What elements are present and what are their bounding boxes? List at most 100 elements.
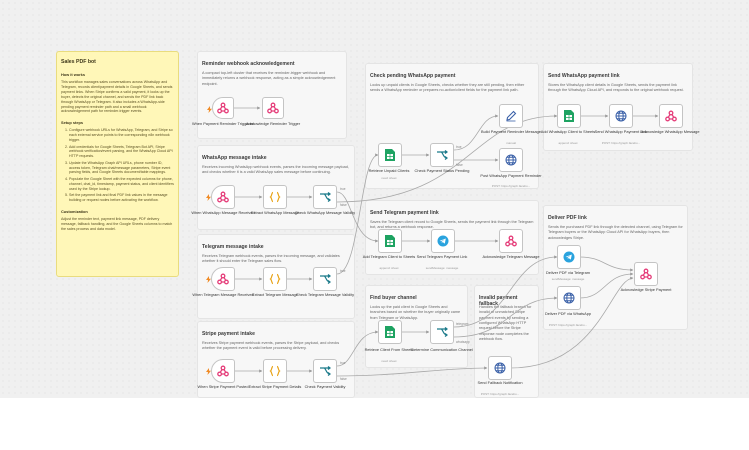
section-title: Deliver PDF link (548, 215, 587, 221)
section-description: Receives Stripe payment webhook events, … (202, 341, 340, 351)
overview-sticky-note[interactable]: Sales PDF bot How it works This workflow… (56, 51, 179, 277)
node-label: Retrieve Client From Sheets (364, 347, 414, 352)
node-label: Acknowledge Stripe Payment (620, 287, 672, 292)
node-label: Extract WhatsApp Message (250, 210, 299, 215)
node-label: When Payment Reminder Triggered (191, 121, 255, 126)
node-reminder-trigger[interactable] (207, 97, 234, 119)
if-branch-icon (437, 150, 448, 160)
edge-label-true: true (340, 269, 346, 273)
node-retrieve-unpaid[interactable] (378, 143, 402, 167)
section-description: Saves the Telegram client record to Goog… (370, 220, 534, 230)
node-label: Check Payment Status Pending (414, 168, 470, 173)
node-label: Deliver PDF via Telegram (545, 270, 591, 275)
connections-layer: true false true true false true false te… (234, 106, 659, 381)
edge-label-whatsapp: whatsapp (456, 340, 470, 344)
node-deliver-pdf-whatsapp[interactable] (557, 286, 581, 310)
globe-icon (505, 154, 517, 166)
node-label: Retrieve Unpaid Clients (368, 168, 410, 173)
bolt-icon (206, 194, 211, 201)
node-check-pending[interactable] (430, 143, 454, 167)
respond-webhook-icon (267, 102, 279, 114)
note-setup-list: Configure webhook URLs for WhatsApp, Tel… (61, 128, 174, 202)
node-subtitle: sendMessage: message (551, 277, 585, 281)
node-post-reminder[interactable] (499, 148, 523, 172)
globe-icon (494, 362, 506, 374)
edge-label-false: false (456, 163, 463, 167)
node-label: Deliver PDF via WhatsApp (544, 311, 592, 316)
node-add-whatsapp-client[interactable] (557, 104, 581, 128)
google-sheets-icon (564, 110, 574, 122)
webhook-icon (217, 102, 229, 114)
connection (336, 153, 379, 275)
section-reminder-webhook[interactable]: Reminder webhook acknowledgement A compa… (197, 51, 347, 139)
setup-step: Configure webhook URLs for WhatsApp, Tel… (69, 128, 174, 143)
edit-pencil-icon (506, 110, 517, 122)
section-title: Send WhatsApp payment link (548, 73, 620, 79)
if-branch-icon (320, 274, 331, 284)
node-acknowledge-stripe[interactable] (634, 262, 658, 286)
node-label: Check Telegram Message Validity (295, 292, 355, 297)
connection (579, 272, 634, 299)
respond-webhook-icon (640, 268, 652, 280)
section-description: Looks up unpaid clients in Google Sheets… (370, 83, 525, 93)
node-acknowledge-reminder[interactable] (262, 97, 284, 119)
node-label: Determine Communication Channel (411, 347, 473, 352)
connection (453, 114, 499, 151)
edge-label-telegram: telegram (456, 322, 469, 326)
node-determine-channel[interactable] (430, 320, 454, 344)
node-label: Acknowledge Telegram Message (482, 254, 540, 259)
node-subtitle: manual (506, 141, 516, 145)
node-label: Extract Stripe Payment Details (248, 384, 302, 389)
node-subtitle: POST: https://graph.facebo... (601, 141, 641, 145)
node-acknowledge-telegram[interactable] (499, 229, 523, 253)
respond-webhook-icon (505, 235, 517, 247)
node-label: When Stripe Payment Posted (197, 384, 249, 389)
node-deliver-pdf-telegram[interactable] (557, 245, 581, 269)
edge-label-true: true (456, 145, 462, 149)
respond-webhook-icon (665, 110, 677, 122)
node-label: Add WhatsApp Client to Sheets (540, 129, 596, 134)
node-check-payment[interactable] (313, 359, 337, 383)
edge-label-true: true (340, 361, 346, 365)
workflow-canvas[interactable]: Sales PDF bot How it works This workflow… (0, 0, 749, 398)
connection (453, 296, 558, 338)
note-how-text: This workflow manages sales conversation… (61, 80, 173, 114)
node-send-telegram-link[interactable] (431, 229, 455, 253)
node-extract-stripe[interactable] (263, 359, 287, 383)
note-custom-heading: Customization (61, 208, 88, 214)
telegram-icon (437, 235, 449, 247)
node-send-fallback[interactable] (488, 356, 512, 380)
node-send-whatsapp-link[interactable] (609, 104, 633, 128)
node-label: Check Payment Validity (304, 384, 346, 389)
node-telegram-trigger[interactable] (206, 267, 235, 291)
switch-branch-icon (437, 327, 448, 337)
section-title: Invalid payment fallback (479, 295, 518, 307)
node-label: Post WhatsApp Payment Reminder (480, 173, 542, 178)
connection (336, 330, 379, 367)
bolt-icon (206, 276, 211, 283)
google-sheets-icon (385, 235, 395, 247)
node-retrieve-client[interactable] (378, 320, 402, 344)
node-build-reminder[interactable] (499, 104, 523, 128)
setup-step: Update the WhatsApp Graph API URLs, phon… (69, 161, 174, 176)
note-setup-heading: Setup steps (61, 120, 84, 126)
note-how-heading: How it works (61, 72, 85, 78)
globe-icon (563, 292, 575, 304)
connection (509, 276, 634, 369)
node-whatsapp-trigger[interactable] (206, 185, 235, 209)
node-stripe-trigger[interactable] (206, 359, 235, 383)
bottom-panel (0, 398, 749, 450)
node-acknowledge-whatsapp[interactable] (659, 104, 683, 128)
section-title: Reminder webhook acknowledgement (202, 61, 295, 67)
setup-step: Add credentials for Google Sheets, Teleg… (69, 145, 174, 160)
node-add-telegram-client[interactable] (378, 229, 402, 253)
node-label: Send WhatsApp Payment Link (594, 129, 648, 134)
node-check-telegram[interactable] (313, 267, 337, 291)
section-title: Telegram message intake (202, 244, 264, 250)
section-title: Send Telegram payment link (370, 210, 439, 216)
node-check-whatsapp[interactable] (313, 185, 337, 209)
node-label: Extract Telegram Message (252, 292, 298, 297)
node-extract-whatsapp[interactable] (263, 185, 287, 209)
google-sheets-icon (385, 149, 395, 161)
node-extract-telegram[interactable] (263, 267, 287, 291)
